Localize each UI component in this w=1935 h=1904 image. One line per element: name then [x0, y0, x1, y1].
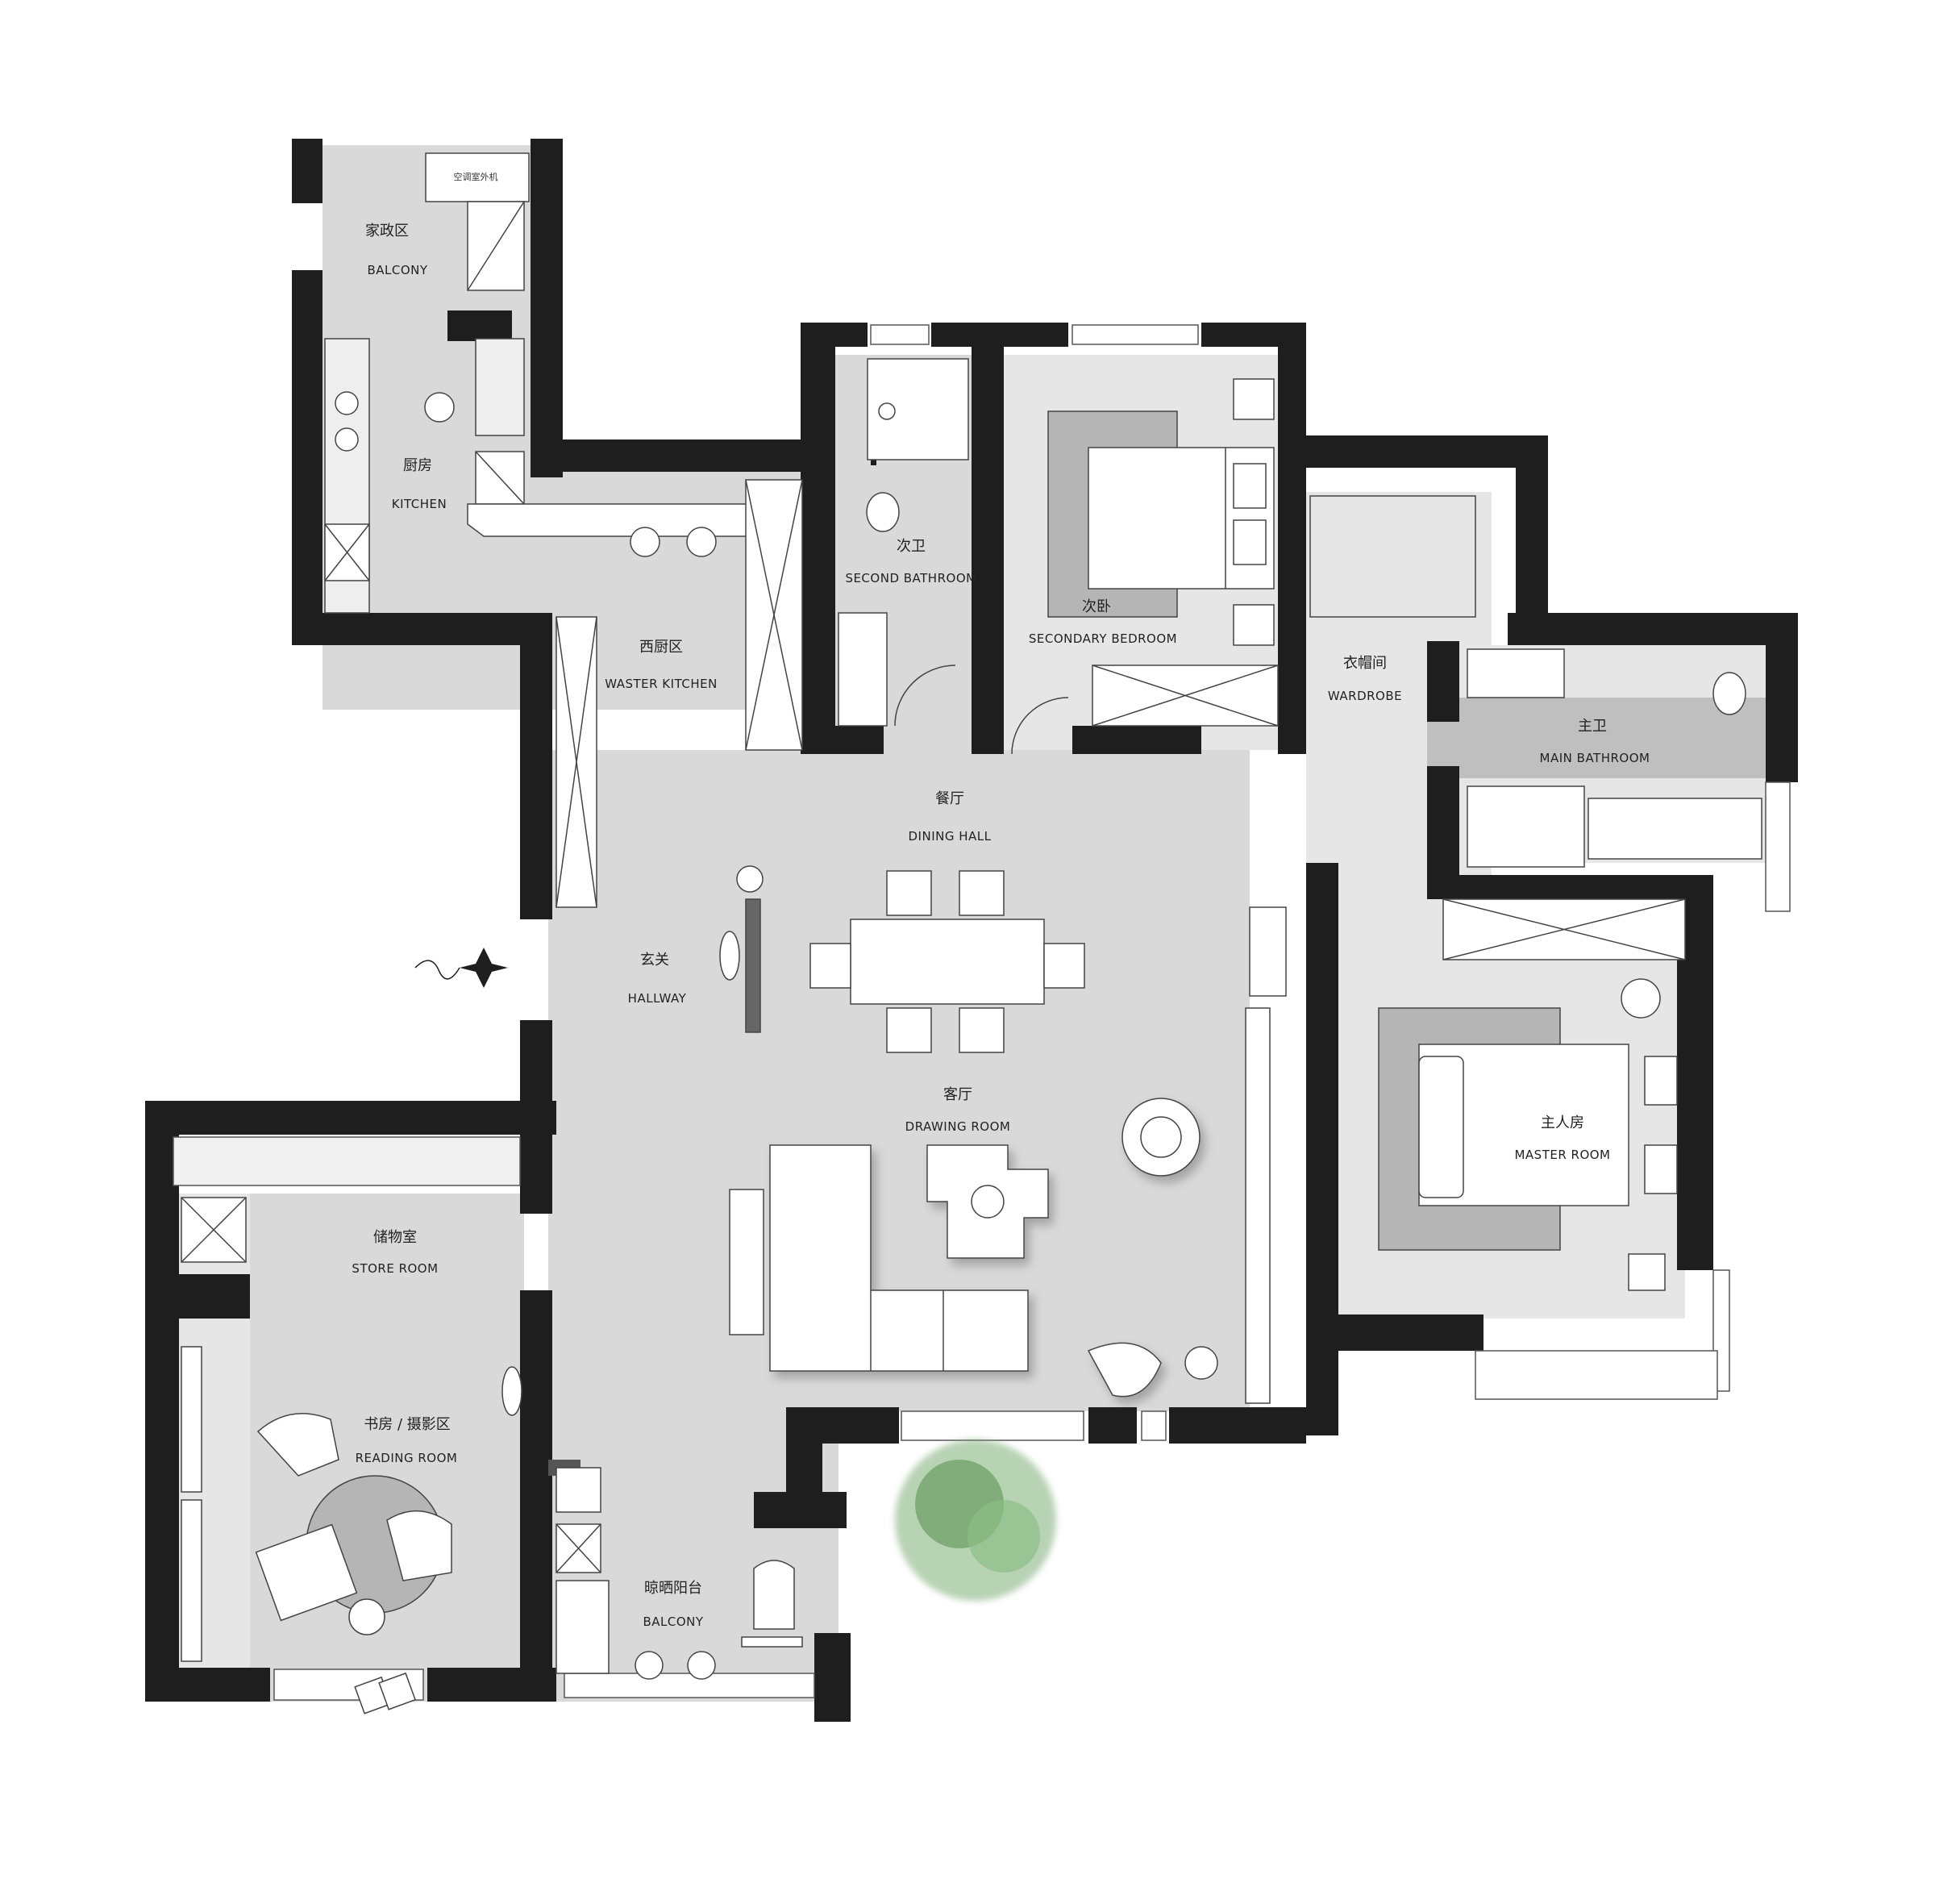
hallway-en: HALLWAY: [628, 991, 687, 1006]
windows: [173, 324, 1791, 1701]
second-bathroom-cn: 次卫: [897, 538, 926, 555]
reading-room-en: READING ROOM: [356, 1451, 458, 1465]
drying-balcony-cn: 晾晒阳台: [644, 1580, 702, 1597]
main-bathroom-en: MAIN BATHROOM: [1540, 751, 1650, 765]
cabinet-kitchen: [745, 479, 803, 751]
store-room-cn: 储物室: [373, 1229, 417, 1246]
drawing-room-en: DRAWING ROOM: [905, 1119, 1011, 1134]
cabinet-west: [556, 616, 597, 908]
entrance-star-icon: [414, 948, 508, 988]
hallway-cn: 玄关: [640, 952, 669, 969]
walls: [145, 139, 1798, 1722]
store-room-en: STORE ROOM: [352, 1261, 438, 1276]
kitchen-en: KITCHEN: [392, 497, 447, 511]
second-bathroom-en: SECOND BATHROOM: [845, 571, 976, 585]
kitchen-cn: 厨房: [403, 457, 432, 474]
master-room-cn: 主人房: [1541, 1114, 1584, 1131]
plant-icon: [895, 1439, 1056, 1601]
labels: 空调室外机 家政区 BALCONY 厨房 KITCHEN 西厨区 WASTER …: [352, 171, 1650, 1629]
utility-balcony-en: BALCONY: [367, 263, 427, 277]
dining-hall-en: DINING HALL: [909, 829, 992, 844]
drawing-room-cn: 客厅: [943, 1086, 972, 1103]
sofa: [769, 1144, 1029, 1372]
wardrobe-en: WARDROBE: [1328, 689, 1402, 703]
reading-room-cn: 书房 / 摄影区: [364, 1416, 451, 1433]
western-kitchen-cn: 西厨区: [639, 639, 683, 656]
dining-hall-cn: 餐厅: [935, 790, 964, 807]
main-bathroom-cn: 主卫: [1578, 718, 1607, 735]
furniture: [181, 152, 1762, 1714]
wardrobe-cn: 衣帽间: [1343, 655, 1387, 672]
master-room-en: MASTER ROOM: [1514, 1148, 1610, 1162]
drying-balcony-en: BALCONY: [643, 1614, 703, 1629]
western-kitchen-en: WASTER KITCHEN: [605, 677, 718, 691]
secondary-bedroom-en: SECONDARY BEDROOM: [1029, 631, 1177, 646]
utility-balcony-cn: 家政区: [365, 223, 409, 240]
ac-unit-label: 空调室外机: [454, 171, 498, 182]
secondary-bedroom-cn: 次卧: [1082, 598, 1111, 615]
